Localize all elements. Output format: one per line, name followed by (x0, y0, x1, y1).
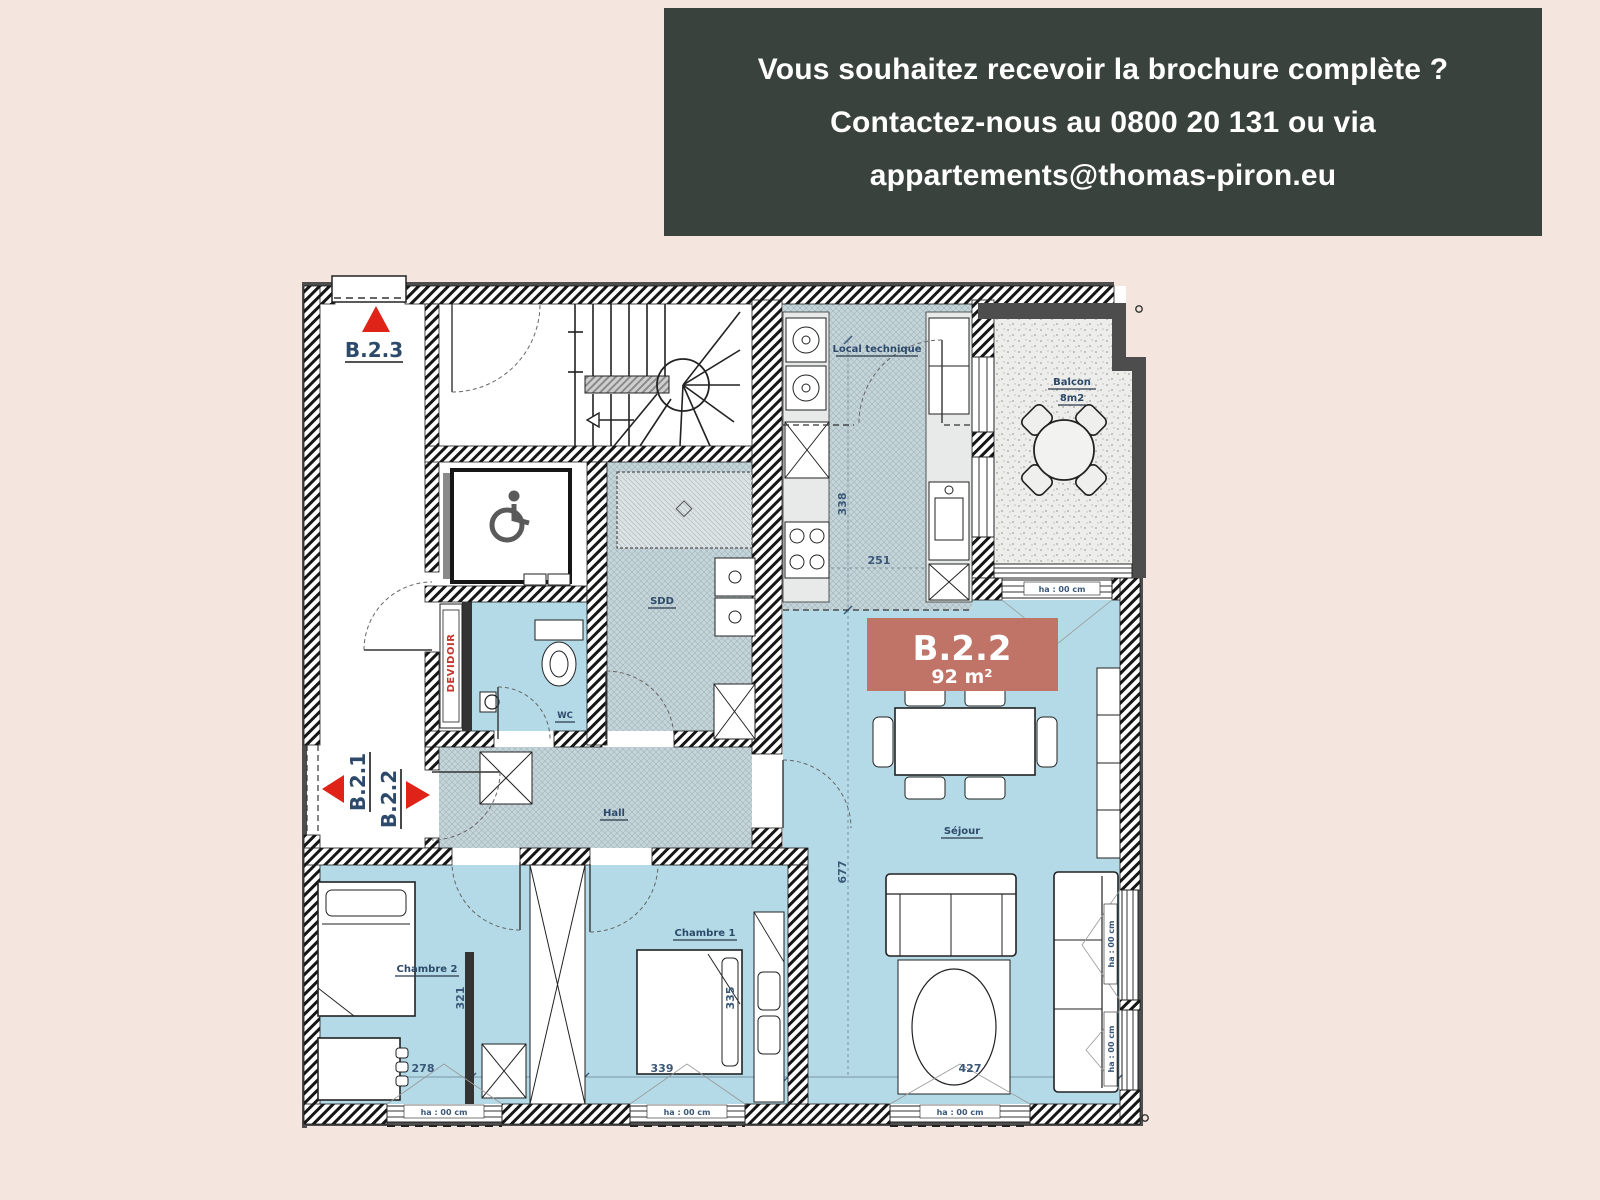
stove (784, 521, 830, 579)
chambre2-shaft (481, 1043, 527, 1099)
marker-b22: B.2.2 (377, 770, 401, 828)
toilet (534, 619, 584, 687)
hall-shaft (479, 751, 533, 805)
sdd-shaft (713, 683, 756, 740)
window-label-4: ha : 00 cm (1039, 585, 1086, 594)
staircase (568, 304, 741, 447)
wall-cabinet (1096, 667, 1121, 859)
dim-chambre1-depth: 335 (724, 987, 737, 1010)
dim-kitchen-depth: 338 (836, 493, 849, 516)
marker-b21: B.2.1 (346, 753, 370, 811)
shower-tray (616, 471, 753, 549)
shower-drain (675, 500, 693, 518)
window-label-2: ha : 00 cm (664, 1108, 711, 1117)
kitchen-cabinet (928, 317, 970, 415)
window-label-3: ha : 00 cm (937, 1108, 984, 1117)
balcony-rail (993, 563, 1133, 579)
dimension-texts: 278 339 427 251 321 335 338 677 (412, 493, 982, 1075)
unit-badge-code: B.2.2 (912, 629, 1011, 669)
label-balcon-area: 8m2 (1060, 393, 1084, 404)
label-hall: Hall (603, 808, 625, 819)
dim-chambre2-depth: 321 (454, 987, 467, 1010)
floor-plan-drawing: B.2.2 92 m² Local technique Balcon 8m2 S… (302, 275, 1162, 1128)
wardrobe (529, 864, 586, 1105)
dim-chambre2-width: 278 (412, 1062, 435, 1075)
dim-kitchen-width: 251 (868, 554, 891, 567)
washbasin-unit (714, 557, 756, 637)
room-labels: Local technique Balcon 8m2 SDD WC Hall S… (395, 344, 1096, 977)
unit-badge-box (867, 618, 1058, 691)
marker-b23: B.2.3 (345, 338, 403, 362)
label-sejour: Séjour (944, 825, 980, 837)
kitchen-unit (928, 563, 970, 601)
bathroom-fixtures (439, 471, 756, 805)
label-wc: WC (557, 711, 573, 721)
rug (897, 959, 1011, 1095)
banner-line-1: Vous souhaitez recevoir la brochure comp… (757, 52, 1449, 86)
balcony-wall-top (978, 303, 1126, 319)
washing-machines (785, 317, 827, 411)
contact-banner: Vous souhaitez recevoir la brochure comp… (664, 8, 1542, 236)
banner-line-3: appartements@thomas-piron.eu (869, 158, 1337, 192)
bed-chambre1 (636, 949, 743, 1075)
balcony-notch (1126, 286, 1162, 371)
devidoir-closet (439, 603, 463, 729)
label-chambre1: Chambre 1 (675, 928, 736, 939)
elevator (443, 468, 572, 586)
unit-markers: B.2.3 B.2.1 B.2.2 (322, 306, 430, 829)
wc-sink (479, 691, 500, 713)
balcony-table-set (1021, 404, 1107, 496)
balcony-wall-right (1132, 371, 1146, 578)
dim-sejour-width: 427 (959, 1062, 982, 1075)
b23-door-stub (331, 275, 407, 303)
banner-line-2: Contactez-nous au 0800 20 131 ou via (830, 105, 1376, 139)
window-kitchen-balcony (971, 356, 995, 538)
window-label-5: ha : 00 cm (1107, 921, 1116, 968)
label-local-technique: Local technique (832, 344, 921, 355)
sofa (885, 873, 1017, 957)
label-sdd: SDD (650, 596, 674, 607)
dining-table (872, 683, 1058, 800)
floor-plan: B.2.2 92 m² Local technique Balcon 8m2 S… (302, 272, 1162, 1128)
label-devidoir: DEVIDOIR (446, 634, 457, 693)
stair-direction-arrow (585, 411, 600, 429)
label-chambre2: Chambre 2 (397, 964, 458, 975)
dim-sejour-depth: 677 (836, 861, 849, 884)
wheelchair-icon (489, 490, 530, 543)
window-label-1: ha : 00 cm (421, 1108, 468, 1117)
b21-arrow-icon (322, 775, 344, 803)
furniture (317, 404, 1121, 1105)
doors (363, 303, 943, 933)
corner-sofa (1053, 871, 1119, 1093)
window-label-6: ha : 00 cm (1107, 1026, 1116, 1073)
label-balcon: Balcon (1053, 377, 1091, 388)
window-height-labels: ha : 00 cm ha : 00 cm ha : 00 cm ha : 00… (403, 581, 1118, 1119)
dresser-chambre1 (753, 911, 785, 1103)
desk-chambre2 (317, 1037, 409, 1101)
unit-badge: B.2.2 92 m² (867, 618, 1058, 691)
b23-arrow-icon (362, 306, 390, 332)
kitchen (782, 311, 973, 611)
kitchen-shaft (784, 421, 830, 479)
b22-arrow-icon (406, 781, 430, 809)
dim-chambre1-width: 339 (651, 1062, 674, 1075)
unit-badge-area: 92 m² (931, 666, 992, 688)
bed-chambre2 (317, 881, 416, 1017)
kitchen-sink (928, 481, 970, 561)
